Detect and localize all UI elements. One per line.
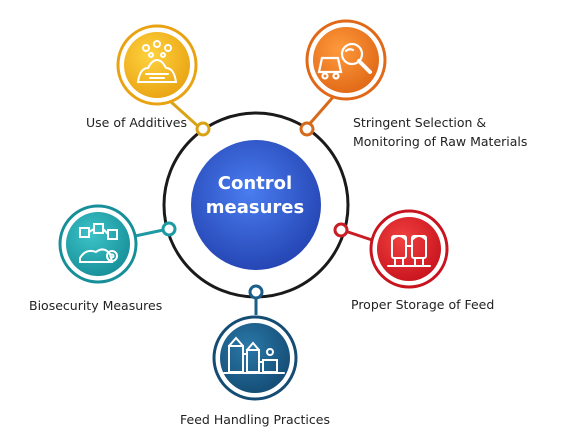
label-biosecurity: Biosecurity Measures <box>29 298 163 313</box>
magnifier-cart-icon <box>317 42 372 80</box>
feed-mill-icon <box>223 336 285 374</box>
center-label-line2: measures <box>205 197 305 218</box>
node-additives <box>195 121 211 137</box>
node-storage <box>333 222 349 238</box>
label-proper-storage: Proper Storage of Feed <box>351 297 495 312</box>
label-feed-handling: Feed Handling Practices <box>180 412 330 427</box>
handling-badge <box>212 315 298 401</box>
node-biosecurity <box>161 221 177 237</box>
center-label: Control measures <box>195 172 315 220</box>
ring-nodes <box>161 121 349 300</box>
additives-badge <box>116 24 198 106</box>
label-use-of-additives: Use of Additives <box>86 115 187 130</box>
additives-icon <box>136 40 178 83</box>
label-stringent-selection: Stringent Selection & Monitoring of Raw … <box>353 115 528 149</box>
silo-icon <box>387 235 431 267</box>
center-circle <box>191 140 321 270</box>
biosecurity-icon <box>79 223 118 263</box>
center-label-line1: Control <box>217 173 293 194</box>
node-handling <box>248 284 264 300</box>
node-selection <box>299 121 315 137</box>
storage-badge <box>369 209 449 289</box>
selection-badge <box>305 19 387 101</box>
biosecurity-badge <box>58 204 138 284</box>
